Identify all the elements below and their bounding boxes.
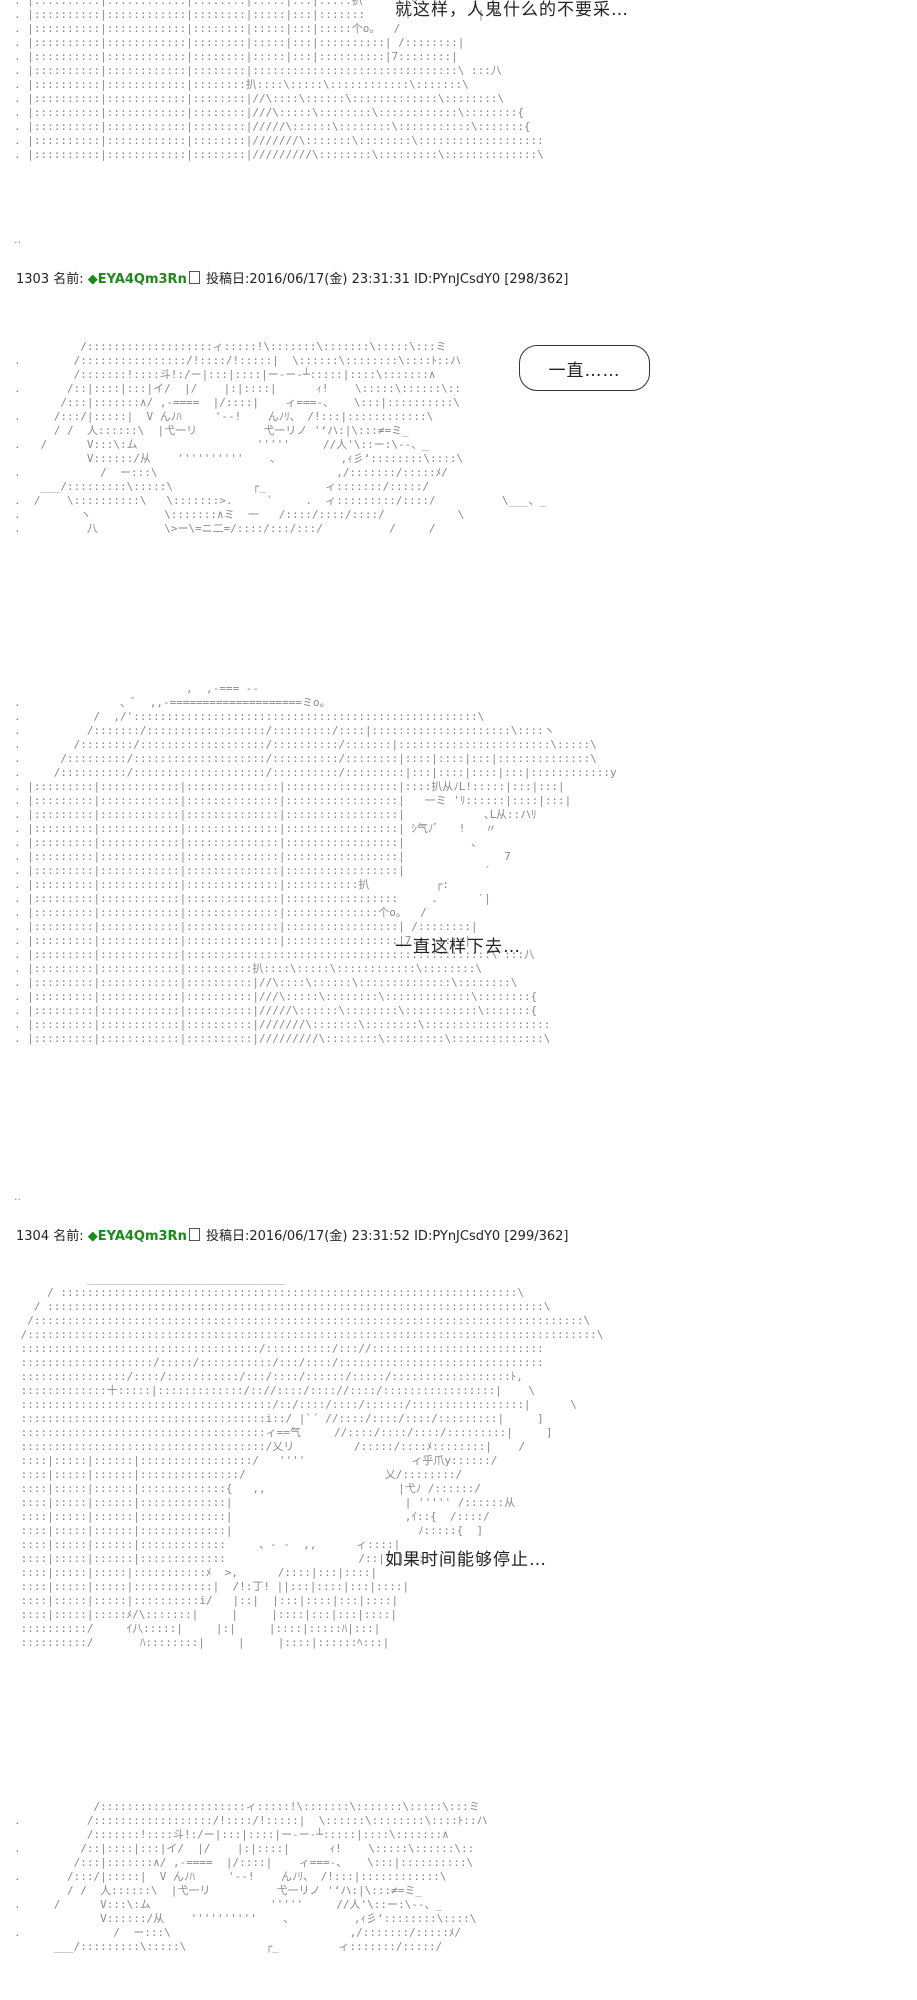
separator-dots-2: ..	[14, 1190, 21, 1203]
post-header-1303: 1303 名前: ◆EYA4Qm3Rn 投稿日:2016/06/17(金) 23…	[16, 268, 569, 287]
narration-1: 就这样，人鬼什么的不要采…	[395, 0, 629, 20]
post-count: [298/362]	[504, 272, 569, 287]
ascii-art-face-closeup-1: /:::::::::::::::::::ィ:::::!\:::::::\::::…	[14, 340, 546, 535]
poster-id[interactable]: ID:PYnJCsdY0	[414, 272, 501, 287]
post-datetime: 2016/06/17(金) 23:31:31	[249, 272, 410, 287]
ascii-art-face-closeup-2: /::::::::::::::::::::::ィ:::::!\:::::::\:…	[14, 1800, 488, 1953]
post-count: [299/362]	[504, 1229, 569, 1244]
ascii-art-bookshelf-girl: , ,-=== -- . 、ﾞ ,,-====================ミ…	[14, 682, 617, 1045]
speech-bubble: 一直……	[519, 345, 650, 391]
name-label: 名前:	[53, 272, 84, 287]
separator-dots-1: ..	[14, 233, 21, 246]
post-number: 1304	[16, 1229, 50, 1244]
tripcode-mark-icon	[188, 271, 200, 284]
date-label: 投稿日:	[205, 272, 250, 287]
bubble-text: 一直……	[548, 360, 621, 381]
narration-2: 一直这样下去…	[395, 937, 521, 957]
tripcode-mark-icon	[188, 1228, 200, 1241]
ascii-art-dark-haired-girl: ______________________________ / :::::::…	[20, 1272, 604, 1649]
post-number: 1303	[16, 272, 50, 287]
poster-id[interactable]: ID:PYnJCsdY0	[414, 1229, 501, 1244]
date-label: 投稿日:	[205, 1229, 250, 1244]
poster-name[interactable]: ◆EYA4Qm3Rn	[87, 272, 187, 287]
post-datetime: 2016/06/17(金) 23:31:52	[249, 1229, 410, 1244]
narration-3: 如果时间能够停止…	[385, 1550, 547, 1570]
post-header-1304: 1304 名前: ◆EYA4Qm3Rn 投稿日:2016/06/17(金) 23…	[16, 1225, 569, 1244]
poster-name[interactable]: ◆EYA4Qm3Rn	[87, 1229, 187, 1244]
name-label: 名前:	[53, 1229, 84, 1244]
ascii-art-bookshelf-1: . |::::::::::|::::::::::::|::::::::|::::…	[14, 0, 544, 161]
